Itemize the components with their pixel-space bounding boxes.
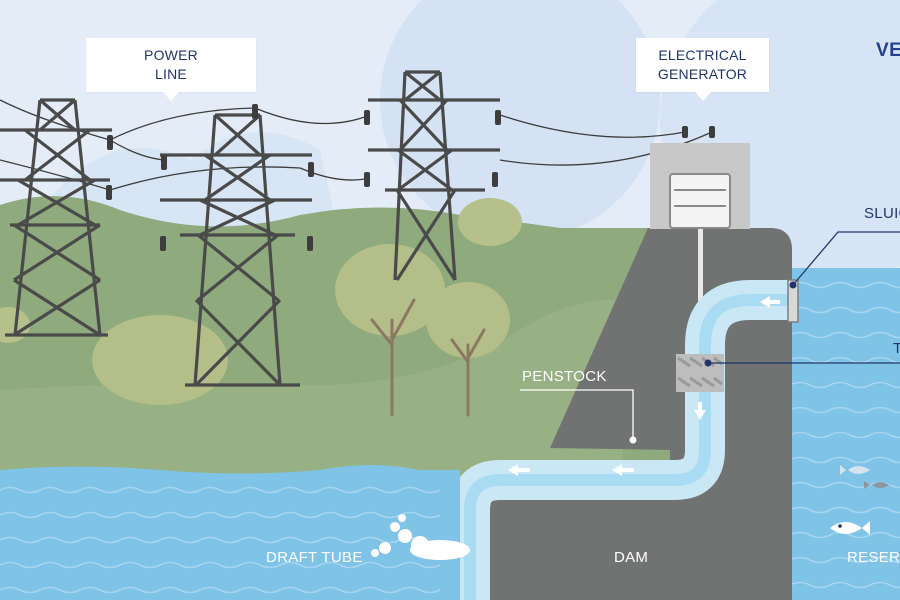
leader-lines-dark — [708, 231, 900, 364]
pylon-left — [0, 98, 112, 337]
penstock-stream — [464, 294, 792, 600]
tree-canopy — [335, 244, 445, 336]
splash-foam — [371, 514, 470, 560]
sluice-label: SLUIC — [864, 205, 900, 222]
reservoir-label: RESERV — [847, 549, 900, 566]
power-line-label: POWER LINE — [86, 38, 256, 101]
power-line-label-line2: LINE — [155, 66, 187, 82]
dam-label: DAM — [614, 549, 649, 566]
turbine-blades — [677, 356, 723, 388]
penstock-label: PENSTOCK — [522, 368, 607, 385]
generator-unit — [669, 173, 731, 229]
front-meadow — [0, 300, 640, 480]
power-line-wires — [0, 99, 713, 191]
tree-trunks — [370, 298, 486, 417]
company-logo: VE — [876, 40, 900, 61]
pylon-right — [368, 70, 500, 281]
bush — [92, 315, 228, 405]
draft-tube-label: DRAFT TUBE — [266, 549, 363, 566]
reservoir-wave-lines — [789, 281, 900, 589]
penstock-pointer-dot — [629, 436, 637, 444]
electrical-generator-label-line2: GENERATOR — [657, 66, 748, 82]
turbine-label: T — [893, 340, 900, 357]
tailwater-wave-lines — [0, 486, 441, 594]
power-line-label-line1: POWER — [144, 47, 198, 63]
electrical-generator-label-line1: ELECTRICAL — [658, 47, 747, 63]
tailwater — [0, 465, 460, 600]
sluice-gate — [787, 279, 799, 323]
generator-shaft — [698, 229, 703, 359]
insulators — [106, 104, 715, 251]
generator-fins — [674, 189, 726, 207]
fish-icons — [830, 465, 889, 535]
leader-lines — [520, 389, 634, 440]
flow-arrows — [508, 296, 780, 476]
sky-cloud-shape — [380, 0, 660, 240]
turbine-pointer-dot — [704, 359, 712, 367]
pylon-middle — [160, 113, 312, 387]
sluice-pointer-dot — [789, 281, 797, 289]
tree-canopy — [426, 282, 510, 358]
electrical-generator-label: ELECTRICAL GENERATOR — [636, 38, 769, 101]
bush — [458, 198, 522, 246]
